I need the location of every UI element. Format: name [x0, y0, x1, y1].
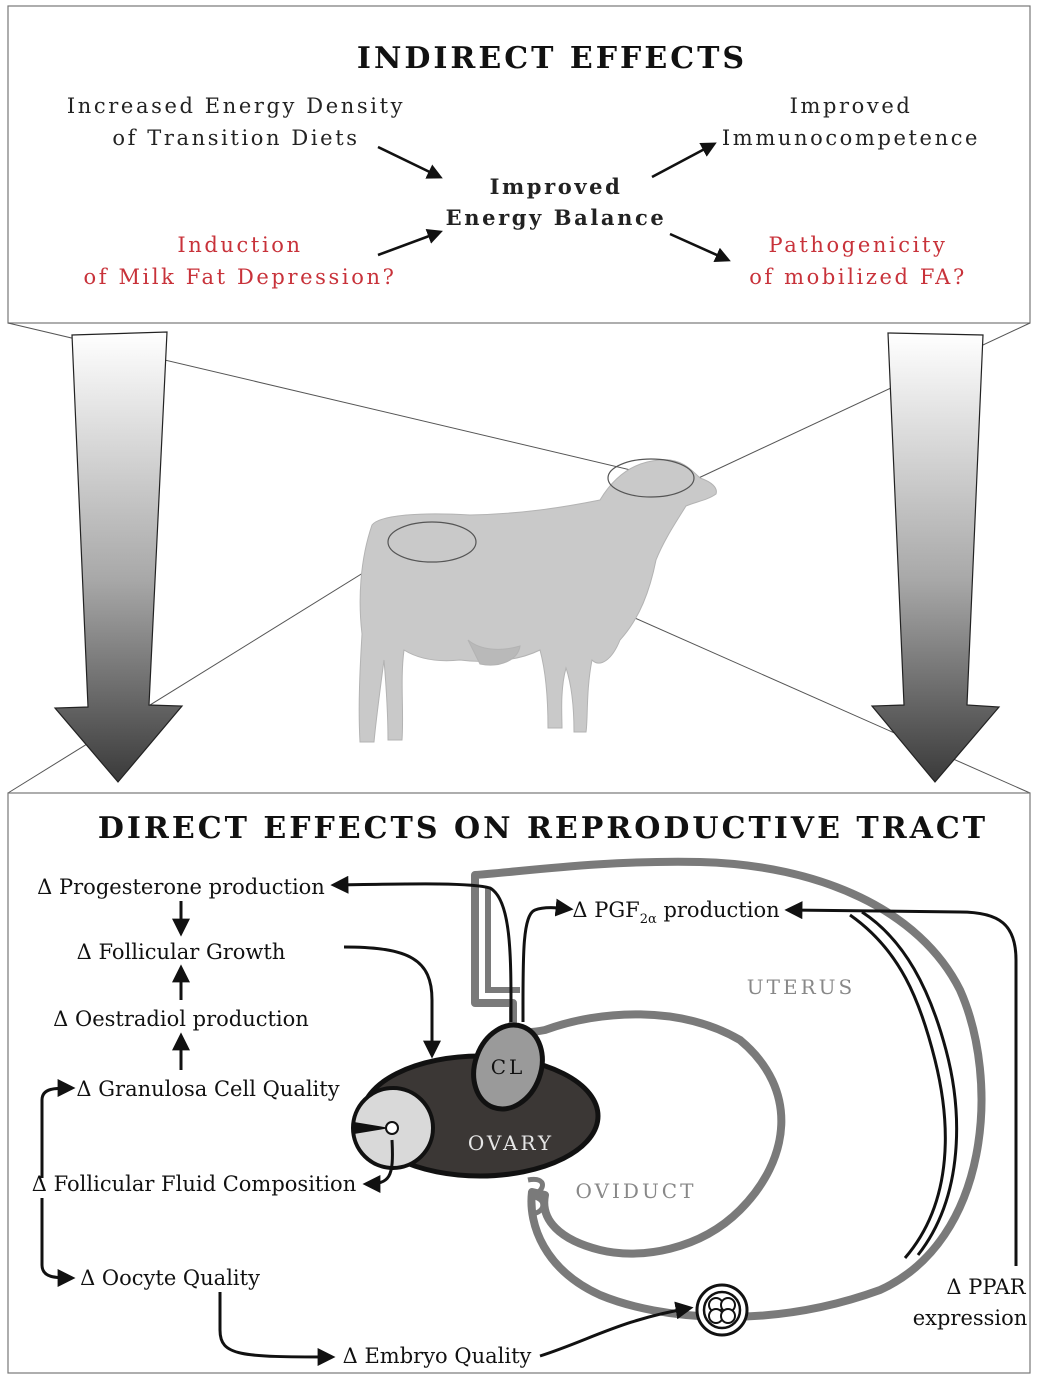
direct-effects-title: DIRECT EFFECTS ON REPRODUCTIVE TRACT [98, 811, 988, 846]
energy-balance-label-line2: Energy Balance [446, 205, 667, 230]
right-downward-arrow [872, 333, 999, 782]
projection-line [8, 555, 392, 793]
cow-illustration [359, 460, 716, 742]
energy-density-label: Increased Energy Density [67, 94, 405, 118]
left-downward-arrow [55, 332, 182, 782]
oocyte [386, 1122, 398, 1134]
indirect-effects-title: INDIRECT EFFECTS [357, 41, 747, 76]
uterus-label: UTERUS [747, 975, 855, 999]
pgf-suffix: production [657, 898, 780, 922]
cl-label: CL [491, 1055, 526, 1079]
embryo-quality-label: Δ Embryo Quality [343, 1344, 532, 1368]
pathogenicity-label: Pathogenicity [768, 233, 947, 257]
milk-fat-depression-label: Induction [177, 233, 302, 257]
pgf-subscript: 2α [640, 912, 657, 927]
immunocompetence-label: Improved [790, 94, 913, 118]
immunocompetence-label-line2: Immunocompetence [722, 126, 980, 150]
energy-density-label-line2: of Transition Diets [112, 126, 359, 150]
embryo-icon [697, 1285, 747, 1335]
pgf-prefix: Δ PGF [572, 898, 639, 922]
oviduct-label: OVIDUCT [576, 1179, 697, 1203]
granulosa-label: Δ Granulosa Cell Quality [76, 1077, 339, 1101]
oocyte-quality-label: Δ Oocyte Quality [80, 1266, 260, 1290]
oestradiol-label: Δ Oestradiol production [53, 1007, 309, 1031]
progesterone-label: Δ Progesterone production [37, 875, 325, 899]
energy-balance-label: Improved [490, 174, 623, 199]
pathogenicity-label-line2: of mobilized FA? [749, 265, 967, 289]
ppar-label-line2: expression [913, 1306, 1028, 1330]
follicular-growth-label: Δ Follicular Growth [77, 940, 286, 964]
follicular-fluid-label: Δ Follicular Fluid Composition [32, 1172, 356, 1196]
milk-fat-depression-label-line2: of Milk Fat Depression? [84, 265, 397, 289]
ppar-label: Δ PPAR [946, 1275, 1026, 1299]
ovary-label: OVARY [468, 1131, 554, 1155]
